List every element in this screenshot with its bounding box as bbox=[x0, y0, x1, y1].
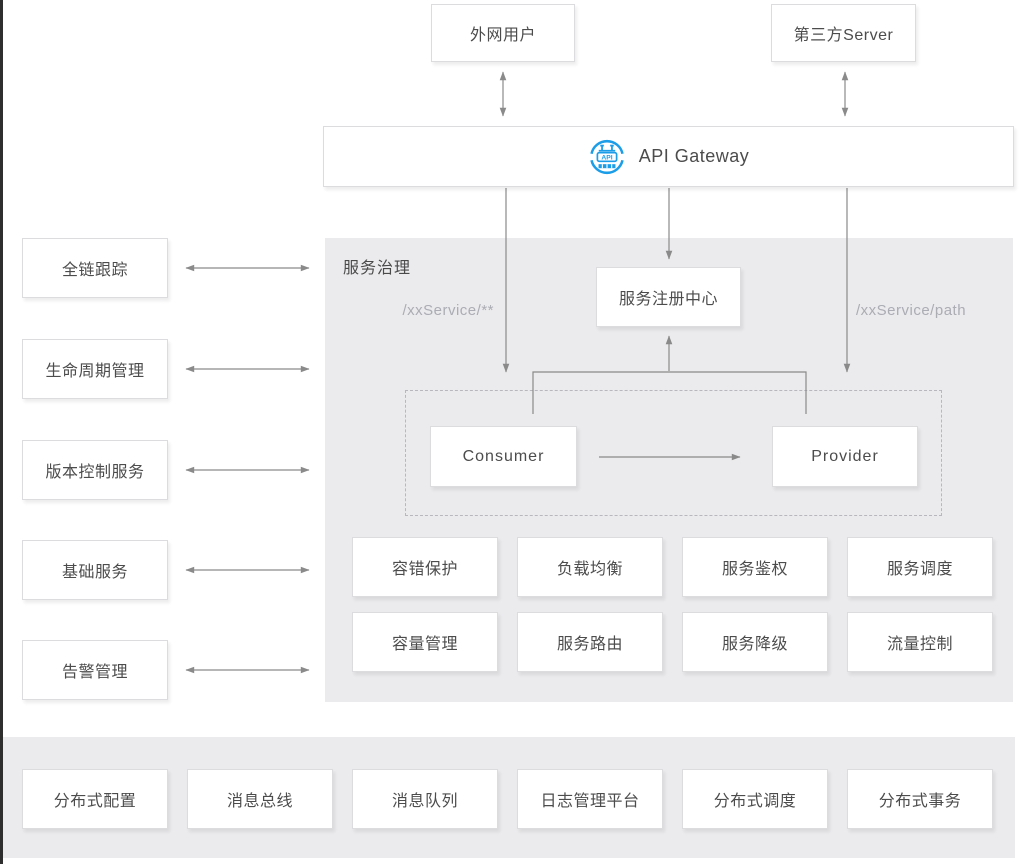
capability-node-service-scheduling: 服务调度 bbox=[847, 537, 993, 597]
capability-node-capacity-management: 容量管理 bbox=[352, 612, 498, 672]
capability-node-load-balancing: 负载均衡 bbox=[517, 537, 663, 597]
sidebar-node-lifecycle-management: 生命周期管理 bbox=[22, 339, 168, 399]
api-gateway-bar: API API Gateway bbox=[323, 126, 1014, 187]
sidebar-node-full-link-tracking: 全链跟踪 bbox=[22, 238, 168, 298]
api-gateway-icon: API bbox=[588, 138, 626, 176]
svg-text:API: API bbox=[601, 154, 612, 161]
sidebar-node-basic-services: 基础服务 bbox=[22, 540, 168, 600]
capability-node-service-degradation: 服务降级 bbox=[682, 612, 828, 672]
infra-node-distributed-scheduling: 分布式调度 bbox=[682, 769, 828, 829]
external-user-node: 外网用户 bbox=[431, 4, 575, 62]
capability-node-service-routing: 服务路由 bbox=[517, 612, 663, 672]
governance-title: 服务治理 bbox=[343, 260, 412, 277]
route-pattern-left: /xxService/** bbox=[402, 302, 494, 319]
infra-node-message-queue: 消息队列 bbox=[352, 769, 498, 829]
infrastructure-strip-bg bbox=[0, 737, 1015, 858]
sidebar-node-version-control: 版本控制服务 bbox=[22, 440, 168, 500]
route-pattern-right: /xxService/path bbox=[856, 302, 967, 319]
provider-node: Provider bbox=[772, 426, 918, 487]
capability-node-flow-control: 流量控制 bbox=[847, 612, 993, 672]
sidebar-node-alarm-management: 告警管理 bbox=[22, 640, 168, 700]
registry-node: 服务注册中心 bbox=[596, 267, 741, 327]
capability-node-service-auth: 服务鉴权 bbox=[682, 537, 828, 597]
capability-node-fault-tolerance: 容错保护 bbox=[352, 537, 498, 597]
infra-node-distributed-transaction: 分布式事务 bbox=[847, 769, 993, 829]
screen-left-edge bbox=[0, 0, 3, 864]
infra-node-log-management-platform: 日志管理平台 bbox=[517, 769, 663, 829]
api-gateway-label: API Gateway bbox=[638, 146, 750, 166]
third-party-server-node: 第三方Server bbox=[771, 4, 916, 62]
consumer-node: Consumer bbox=[430, 426, 577, 487]
infra-node-message-bus: 消息总线 bbox=[187, 769, 333, 829]
infra-node-distributed-config: 分布式配置 bbox=[22, 769, 168, 829]
